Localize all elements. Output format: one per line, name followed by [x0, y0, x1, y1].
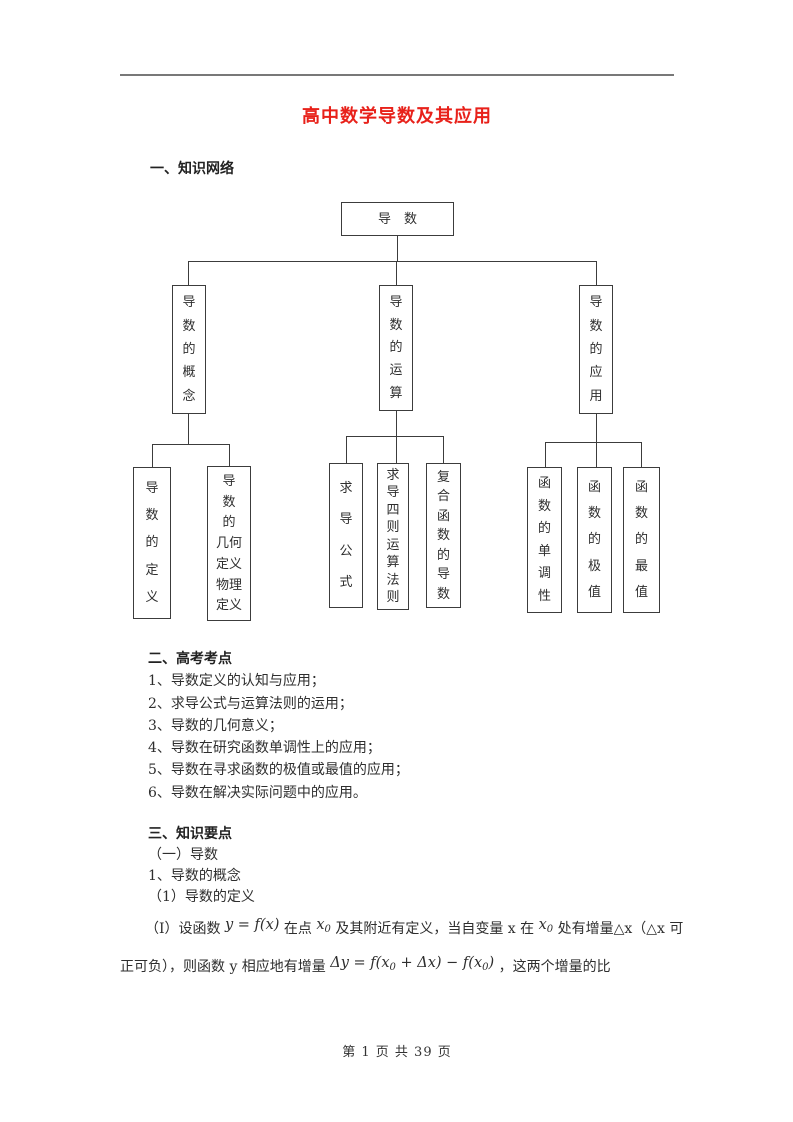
flowchart-node-max-min: 函数的最值	[623, 467, 660, 613]
paragraph-text: （Ⅰ）设函数	[145, 921, 225, 937]
section-heading-exam-points: 二、高考考点	[148, 651, 232, 667]
formula-x-subscript: 0	[546, 924, 554, 935]
flowchart-node-definition: 导数的定义	[133, 467, 171, 619]
connector-left-bar	[152, 444, 230, 445]
exam-points-block: 二、高考考点 1、导数定义的认知与应用； 2、求导公式与运算法则的运用； 3、导…	[148, 648, 409, 804]
connector-drop-max-min	[641, 442, 642, 467]
flowchart-node-four-rules: 求导四则运算法则	[377, 463, 409, 610]
connector-drop-operations	[396, 261, 397, 285]
flowchart-node-monotonicity: 函数的单调性	[527, 467, 562, 613]
exam-point-item: 6、导数在解决实际问题中的应用。	[148, 784, 367, 801]
page-number: 第 1 页 共 39 页	[342, 1045, 452, 1060]
paragraph-text: 及其附近有定义，当自变量 x 在	[330, 921, 539, 937]
exam-point-item: 1、导数定义的认知与应用；	[148, 673, 325, 690]
formula-delta-y: Δy = f(x0 + Δx) − f(x0)	[330, 955, 495, 973]
key-points-block: 三、知识要点 （一）导数 1、导数的概念 （1）导数的定义	[148, 824, 255, 908]
connector-drop-composite	[443, 436, 444, 463]
paragraph-text: 处有增量△x（△x 可	[553, 921, 684, 937]
formula-part: Δy = f(x	[330, 955, 390, 971]
connector-drop-monotonicity	[545, 442, 546, 467]
flowchart-node-extremum: 函数的极值	[577, 467, 612, 613]
connector-drop-definition	[152, 444, 153, 467]
connector-drop-geometric	[229, 444, 230, 466]
section-heading-key-points: 三、知识要点	[148, 826, 232, 842]
connector-drop-applications	[596, 261, 597, 285]
connector-middle-bar	[346, 436, 444, 437]
exam-point-item: 3、导数的几何意义；	[148, 717, 283, 734]
flowchart-node-applications: 导数的应用	[579, 285, 613, 414]
flowchart-node-composite-function: 复合函数的导数	[426, 463, 461, 608]
exam-point-item: 5、导数在寻求函数的极值或最值的应用；	[148, 762, 409, 779]
paragraph-text: 正可负），则函数 y 相应地有增量	[120, 959, 331, 975]
connector-right-bar	[545, 442, 642, 443]
flowchart-node-concept: 导数的概念	[172, 285, 206, 414]
connector-concept-drop	[188, 414, 189, 444]
key-points-sub1: （一）导数	[148, 847, 218, 863]
formula-x-subscript: 0	[389, 962, 396, 973]
formula-x-subscript: 0	[482, 962, 489, 973]
connector-drop-formulas	[346, 436, 347, 463]
exam-point-item: 4、导数在研究函数单调性上的应用；	[148, 740, 381, 757]
header-rule	[120, 74, 674, 76]
flowchart-node-geometric-physical-definition: 导数的几何定义物理定义	[207, 466, 251, 621]
flowchart-node-derivative: 导 数	[341, 202, 454, 236]
connector-drop-extremum	[596, 442, 597, 467]
flowchart-node-operations: 导数的运算	[379, 285, 413, 411]
definition-paragraph-line2: 正可负），则函数 y 相应地有增量 Δy = f(x0 + Δx) − f(x0…	[120, 955, 611, 977]
section-heading-knowledge-network: 一、知识网络	[150, 161, 234, 177]
connector-drop-concept	[188, 261, 189, 285]
formula-x-base: x	[316, 917, 325, 933]
formula-x0: x0	[538, 917, 554, 935]
formula-x-base: x	[538, 917, 547, 933]
key-points-sub2: 1、导数的概念	[148, 868, 241, 884]
paragraph-text: ，这两个增量的比	[494, 959, 611, 975]
connector-root-drop	[397, 236, 398, 261]
paragraph-text: 在点	[279, 921, 317, 937]
flowchart-node-derivation-formulas: 求导公式	[329, 463, 363, 608]
formula-y-equals-fx: y = f(x)	[224, 917, 280, 933]
formula-x-subscript: 0	[324, 924, 331, 935]
formula-x0: x0	[316, 917, 331, 935]
key-points-sub3: （1）导数的定义	[148, 889, 255, 905]
exam-point-item: 2、求导公式与运算法则的运用；	[148, 695, 353, 712]
formula-part: )	[488, 955, 495, 971]
connector-main-bar	[188, 261, 597, 262]
page-title: 高中数学导数及其应用	[302, 106, 492, 127]
connector-drop-four-rules	[396, 436, 397, 463]
connector-operations-drop	[396, 411, 397, 436]
definition-paragraph-line1: （Ⅰ）设函数 y = f(x) 在点 x0 及其附近有定义，当自变量 x 在 x…	[145, 917, 684, 939]
formula-part: + Δx) − f(x	[395, 955, 483, 971]
connector-applications-drop	[596, 414, 597, 442]
